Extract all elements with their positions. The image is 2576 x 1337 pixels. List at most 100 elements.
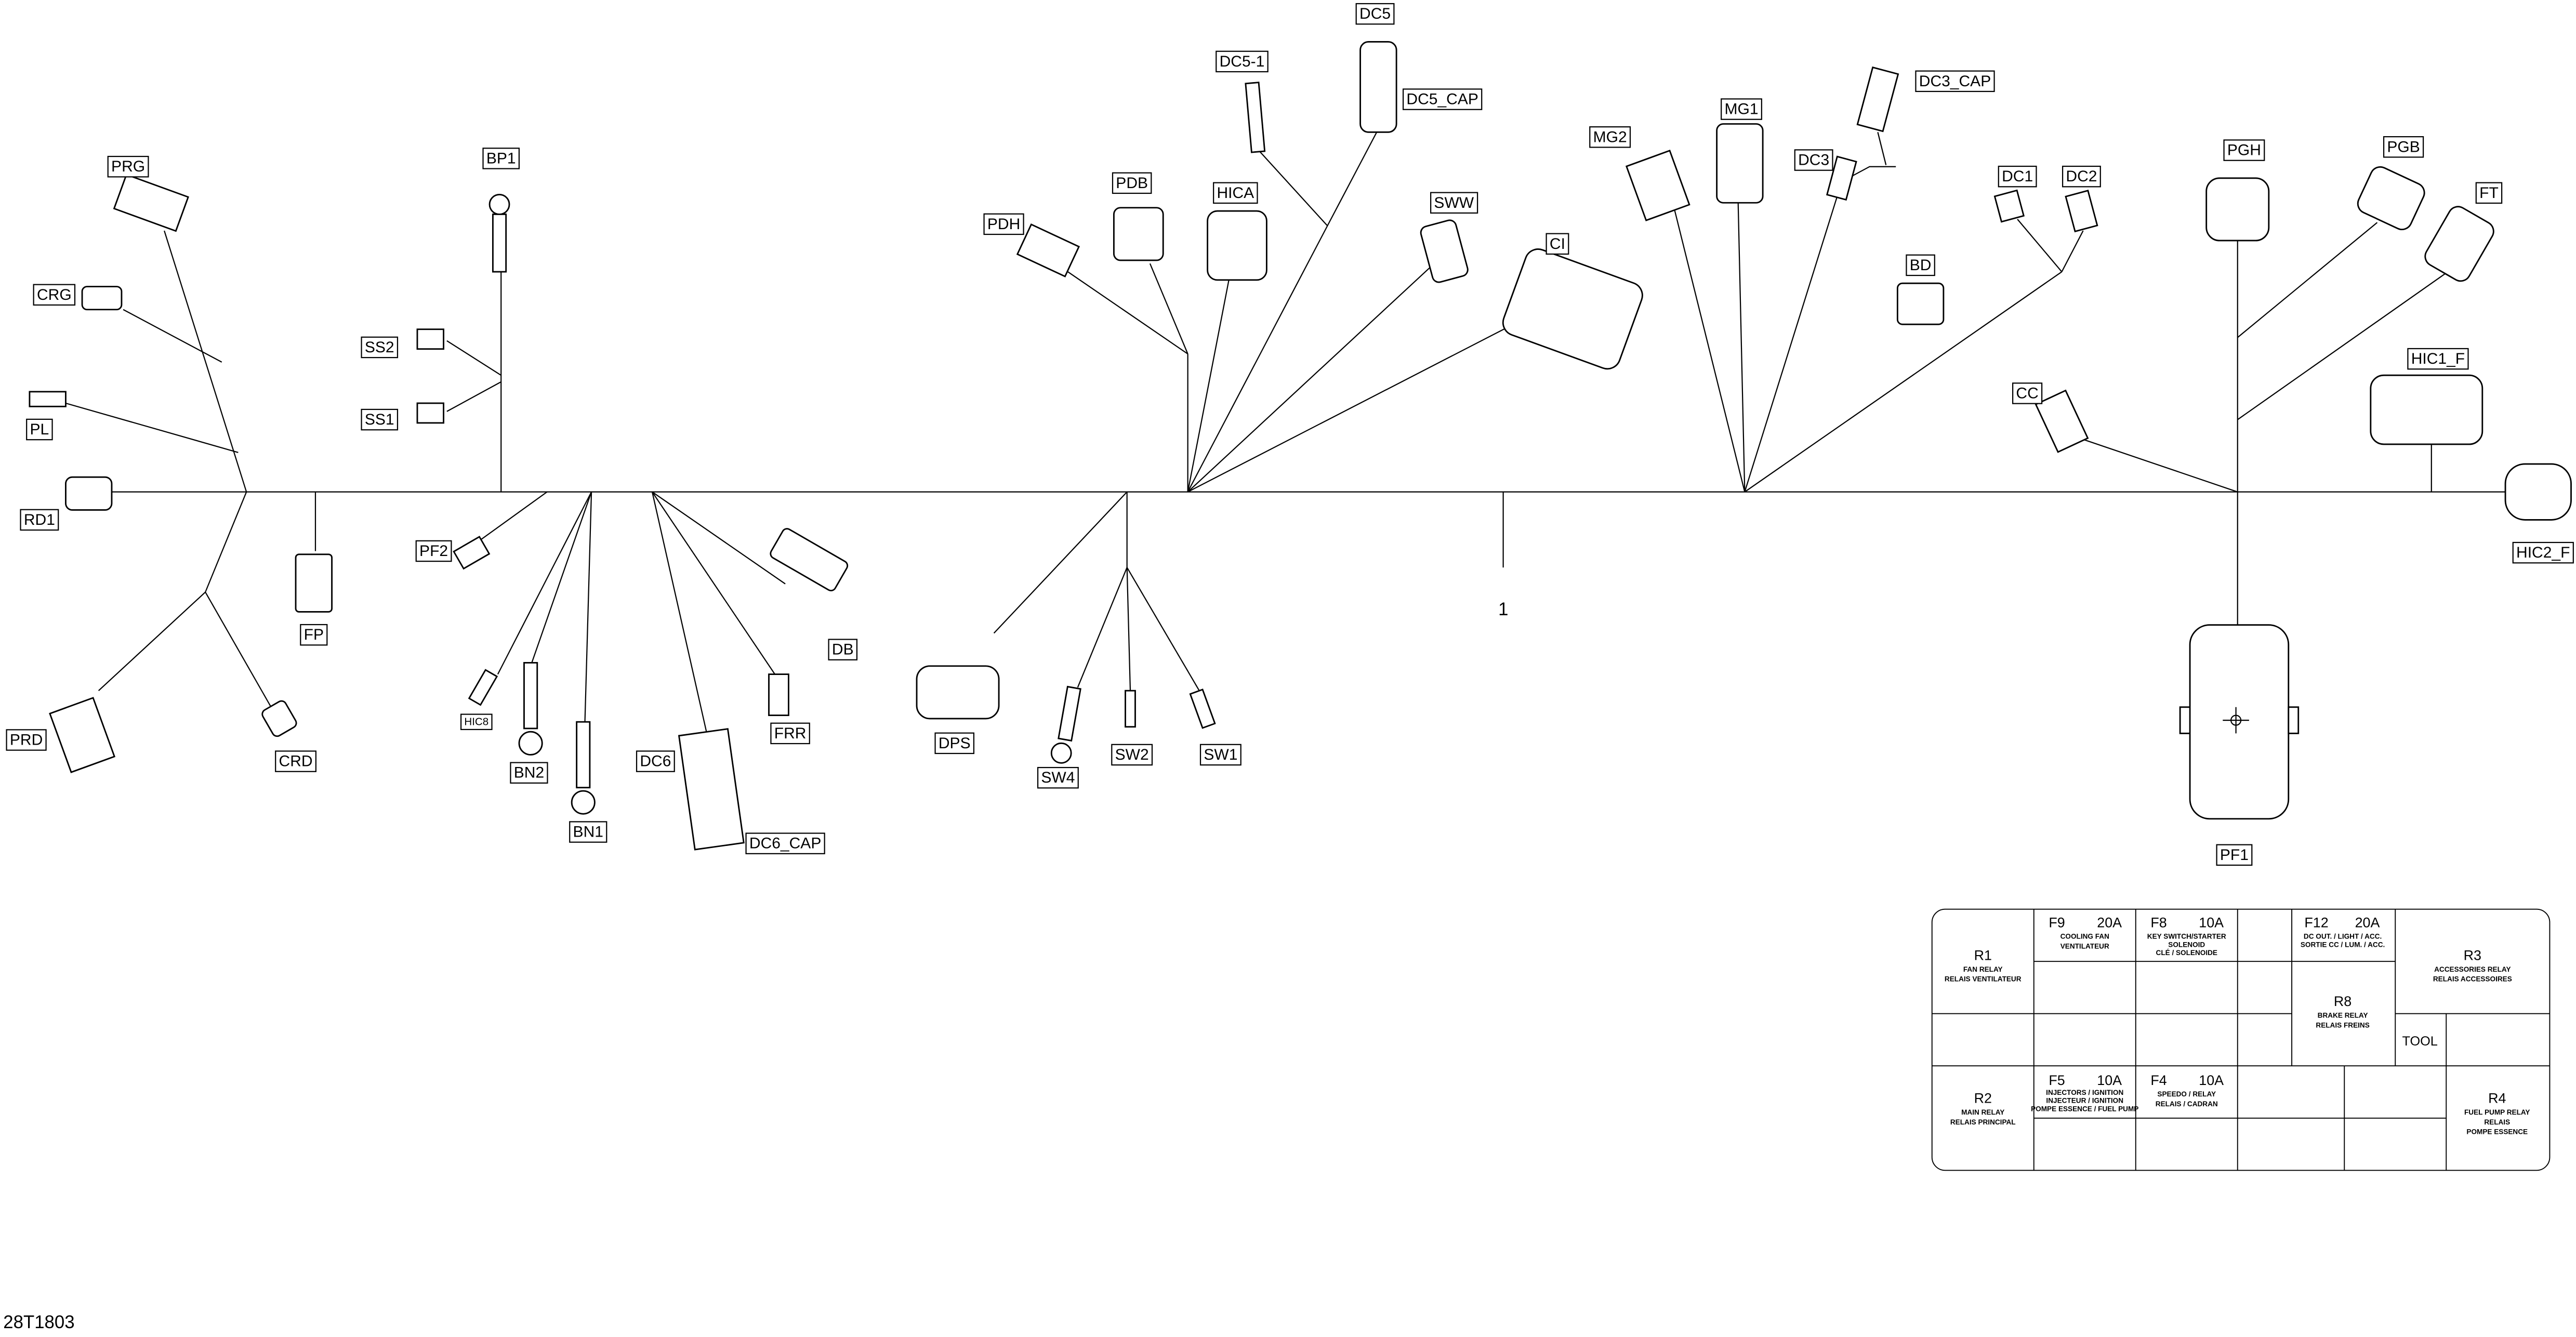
svg-text:F9: F9 [2049,915,2065,930]
connector-pgb [2357,166,2425,230]
label-hica: HICA [1217,184,1254,202]
label-box [2062,165,2101,188]
label-dc1: DC1 [2002,168,2033,185]
label-db: DB [832,641,854,658]
label-pdb: PDB [1116,175,1148,192]
svg-text:R2: R2 [1974,1091,1992,1106]
connector-pdh [1016,223,1080,277]
connector-labels: PRG CRG PL RD1 PRD FP CRD BP1 SS2 SS1 PF… [6,3,2574,866]
connector-shapes [29,41,2572,851]
svg-text:RELAIS: RELAIS [2484,1118,2510,1126]
label-box [1216,50,1269,73]
connector-dc5 [1359,41,1397,133]
label-box [1430,192,1478,214]
connector-mg1 [1716,123,1764,204]
relay-r1: R1 FAN RELAY RELAIS VENTILATEUR [1945,948,2022,983]
label-ft: FT [2479,184,2499,202]
terminal-sw2 [1125,690,1136,728]
fuse-box-pf1-tab-left [2179,706,2191,734]
label-box [20,509,59,531]
diagram-reference: 28T1803 [3,1313,74,1332]
connector-cc [2035,389,2089,453]
svg-text:MAIN RELAY: MAIN RELAY [1961,1108,2004,1116]
label-box [1355,3,1395,25]
connector-ss1 [416,402,444,424]
svg-text:FAN RELAY: FAN RELAY [1963,965,2003,973]
label-box [770,722,810,745]
label-crd: CRD [279,753,313,770]
label-box [33,284,76,306]
label-ss2: SS2 [365,339,394,356]
svg-text:RELAIS ACCESSOIRES: RELAIS ACCESSOIRES [2433,975,2512,983]
label-box [1199,744,1241,766]
connector-dc3 [1826,155,1857,201]
relay-r2: R2 MAIN RELAY RELAIS PRINCIPAL [1950,1091,2016,1126]
fuse-box-pf1-tab-right [2288,706,2300,734]
label-sw1: SW1 [1204,746,1237,763]
label-box [569,821,607,843]
connector-prg [113,174,189,232]
connector-dc2 [2065,190,2098,233]
label-hic2-f: HIC2_F [2516,544,2570,561]
terminal-sw4 [1058,685,1081,742]
svg-text:VENTILATEUR: VENTILATEUR [2060,943,2109,950]
relay-r8: R8 BRAKE RELAY RELAIS FREINS [2316,994,2369,1029]
fuse-f8: F8 10A KEY SWITCH/STARTER SOLENOID CLÉ /… [2147,915,2226,957]
label-prd: PRD [10,732,43,749]
label-dc6-cap: DC6_CAP [749,835,821,852]
svg-text:R4: R4 [2488,1091,2506,1106]
svg-text:INJECTEUR / IGNITION: INJECTEUR / IGNITION [2046,1097,2123,1105]
label-fp: FP [304,626,324,643]
svg-text:F5: F5 [2049,1073,2065,1088]
connector-ft [2424,206,2494,282]
connector-hic2-f [2504,463,2572,521]
harness-wires [65,131,2506,732]
label-box [26,418,53,441]
label-cc: CC [2016,385,2038,402]
label-sw4: SW4 [1041,769,1075,786]
label-box [828,639,858,660]
svg-text:BRAKE RELAY: BRAKE RELAY [2318,1011,2368,1019]
connector-crd [261,700,297,737]
svg-text:F12: F12 [2304,915,2328,930]
label-box [2407,348,2469,370]
svg-text:10A: 10A [2199,915,2224,930]
label-box [2512,541,2574,564]
connector-pl [29,391,67,407]
svg-text:CLÉ / SOLENOIDE: CLÉ / SOLENOIDE [2156,949,2217,957]
svg-text:20A: 20A [2355,915,2380,930]
ring-terminal-bn1 [571,790,596,815]
svg-text:KEY SWITCH/STARTER: KEY SWITCH/STARTER [2147,933,2226,941]
label-sww: SWW [1434,194,1474,211]
connector-ss2 [416,328,444,350]
label-box [300,624,328,646]
label-box [2216,844,2253,866]
label-box [934,732,975,754]
label-pdh: PDH [987,216,1020,233]
label-pf1: PF1 [2220,846,2249,864]
label-box [275,750,316,772]
svg-text:10A: 10A [2199,1073,2224,1088]
svg-text:RELAIS FREINS: RELAIS FREINS [2316,1021,2369,1029]
label-hic8: HIC8 [464,716,488,728]
label-box [361,408,399,431]
label-bn1: BN1 [573,824,603,841]
label-bn2: BN2 [514,764,544,782]
relay-r3: R3 ACCESSORIES RELAY RELAIS ACCESSOIRES [2433,948,2512,983]
svg-text:COOLING FAN: COOLING FAN [2060,933,2109,941]
svg-text:RELAIS / CADRAN: RELAIS / CADRAN [2156,1100,2218,1108]
label-box [636,750,675,772]
connector-pf2 [453,536,491,570]
connector-bd [1896,282,1945,325]
label-box [1998,165,2037,188]
svg-text:SORTIE CC / LUM. / ACC.: SORTIE CC / LUM. / ACC. [2301,941,2385,948]
svg-text:F8: F8 [2150,915,2167,930]
svg-text:SPEEDO / RELAY: SPEEDO / RELAY [2157,1090,2216,1098]
ring-terminal-bn2 [518,731,543,756]
label-dc5-cap: DC5_CAP [1406,91,1478,108]
svg-text:RELAIS VENTILATEUR: RELAIS VENTILATEUR [1945,975,2022,983]
label-box [1403,88,1483,110]
plug-dc5-1 [1245,82,1266,153]
label-box [1213,182,1258,204]
connector-ci [1502,248,1643,370]
